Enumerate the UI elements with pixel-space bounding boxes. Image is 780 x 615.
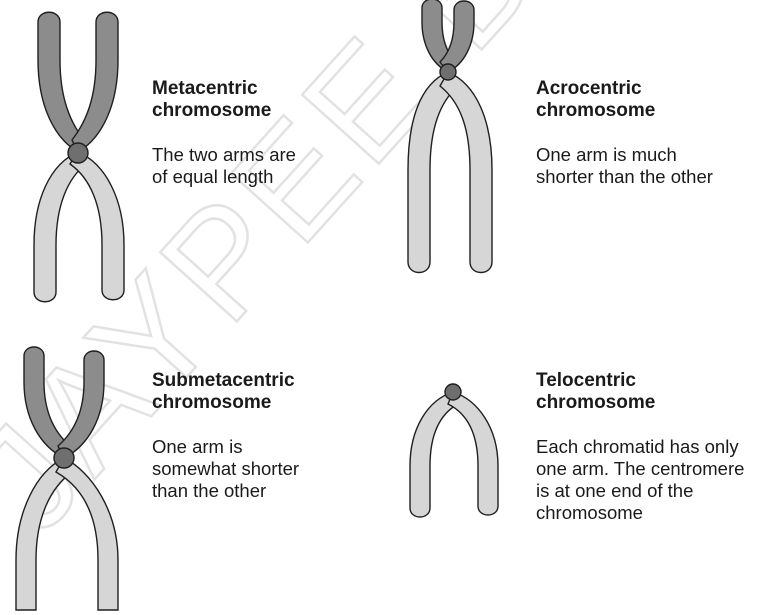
submetacentric-chromosome (16, 347, 118, 610)
telocentric-title: Telocentric chromosome (536, 370, 744, 414)
metacentric-title: Metacentric chromosome (152, 78, 296, 122)
telocentric-label: Telocentric chromosome Each chromatid ha… (536, 370, 744, 524)
submetacentric-title-line: chromosome (152, 392, 299, 414)
metacentric-title-line: chromosome (152, 100, 296, 122)
metacentric-upper-right-arm (72, 12, 118, 152)
metacentric-description-line: of equal length (152, 166, 296, 188)
telocentric-description-line: Each chromatid has only (536, 436, 744, 458)
telocentric-title-line: chromosome (536, 392, 744, 414)
submetacentric-label: Submetacentric chromosome One arm is som… (152, 370, 299, 502)
metacentric-upper-left-arm (38, 12, 84, 152)
submetacentric-description: One arm is somewhat shorter than the oth… (152, 436, 299, 502)
submetacentric-upper-right-arm (58, 351, 104, 458)
telocentric-description-line: one arm. The centromere (536, 458, 744, 480)
telocentric-right-arm (448, 392, 498, 515)
acrocentric-description-line: shorter than the other (536, 166, 713, 188)
acrocentric-lower-left-arm (408, 72, 458, 273)
metacentric-lower-left-arm (34, 152, 86, 302)
telocentric-title-line: Telocentric (536, 370, 744, 392)
metacentric-label: Metacentric chromosome The two arms are … (152, 78, 296, 188)
metacentric-title-line: Metacentric (152, 78, 296, 100)
telocentric-description-line: is at one end of the (536, 480, 744, 502)
telocentric-chromosome (410, 384, 498, 517)
metacentric-centromere (68, 143, 88, 163)
submetacentric-lower-left-arm (16, 458, 72, 610)
acrocentric-title-line: Acrocentric (536, 78, 713, 100)
telocentric-description-line: chromosome (536, 502, 744, 524)
acrocentric-label: Acrocentric chromosome One arm is much s… (536, 78, 713, 188)
submetacentric-title: Submetacentric chromosome (152, 370, 299, 414)
submetacentric-description-line: One arm is (152, 436, 299, 458)
acrocentric-description-line: One arm is much (536, 144, 713, 166)
acrocentric-lower-right-arm (440, 72, 492, 273)
metacentric-description-line: The two arms are (152, 144, 296, 166)
acrocentric-centromere (440, 64, 456, 80)
acrocentric-title: Acrocentric chromosome (536, 78, 713, 122)
telocentric-description: Each chromatid has only one arm. The cen… (536, 436, 744, 524)
submetacentric-description-line: somewhat shorter (152, 458, 299, 480)
acrocentric-upper-right-arm (440, 1, 474, 72)
telocentric-left-arm (410, 392, 458, 517)
submetacentric-centromere (54, 448, 74, 468)
acrocentric-title-line: chromosome (536, 100, 713, 122)
submetacentric-description-line: than the other (152, 480, 299, 502)
acrocentric-description: One arm is much shorter than the other (536, 144, 713, 188)
submetacentric-lower-right-arm (56, 458, 118, 610)
metacentric-description: The two arms are of equal length (152, 144, 296, 188)
metacentric-chromosome (34, 12, 124, 302)
acrocentric-chromosome (408, 0, 492, 273)
metacentric-lower-right-arm (70, 152, 124, 300)
submetacentric-title-line: Submetacentric (152, 370, 299, 392)
telocentric-centromere (445, 384, 461, 400)
